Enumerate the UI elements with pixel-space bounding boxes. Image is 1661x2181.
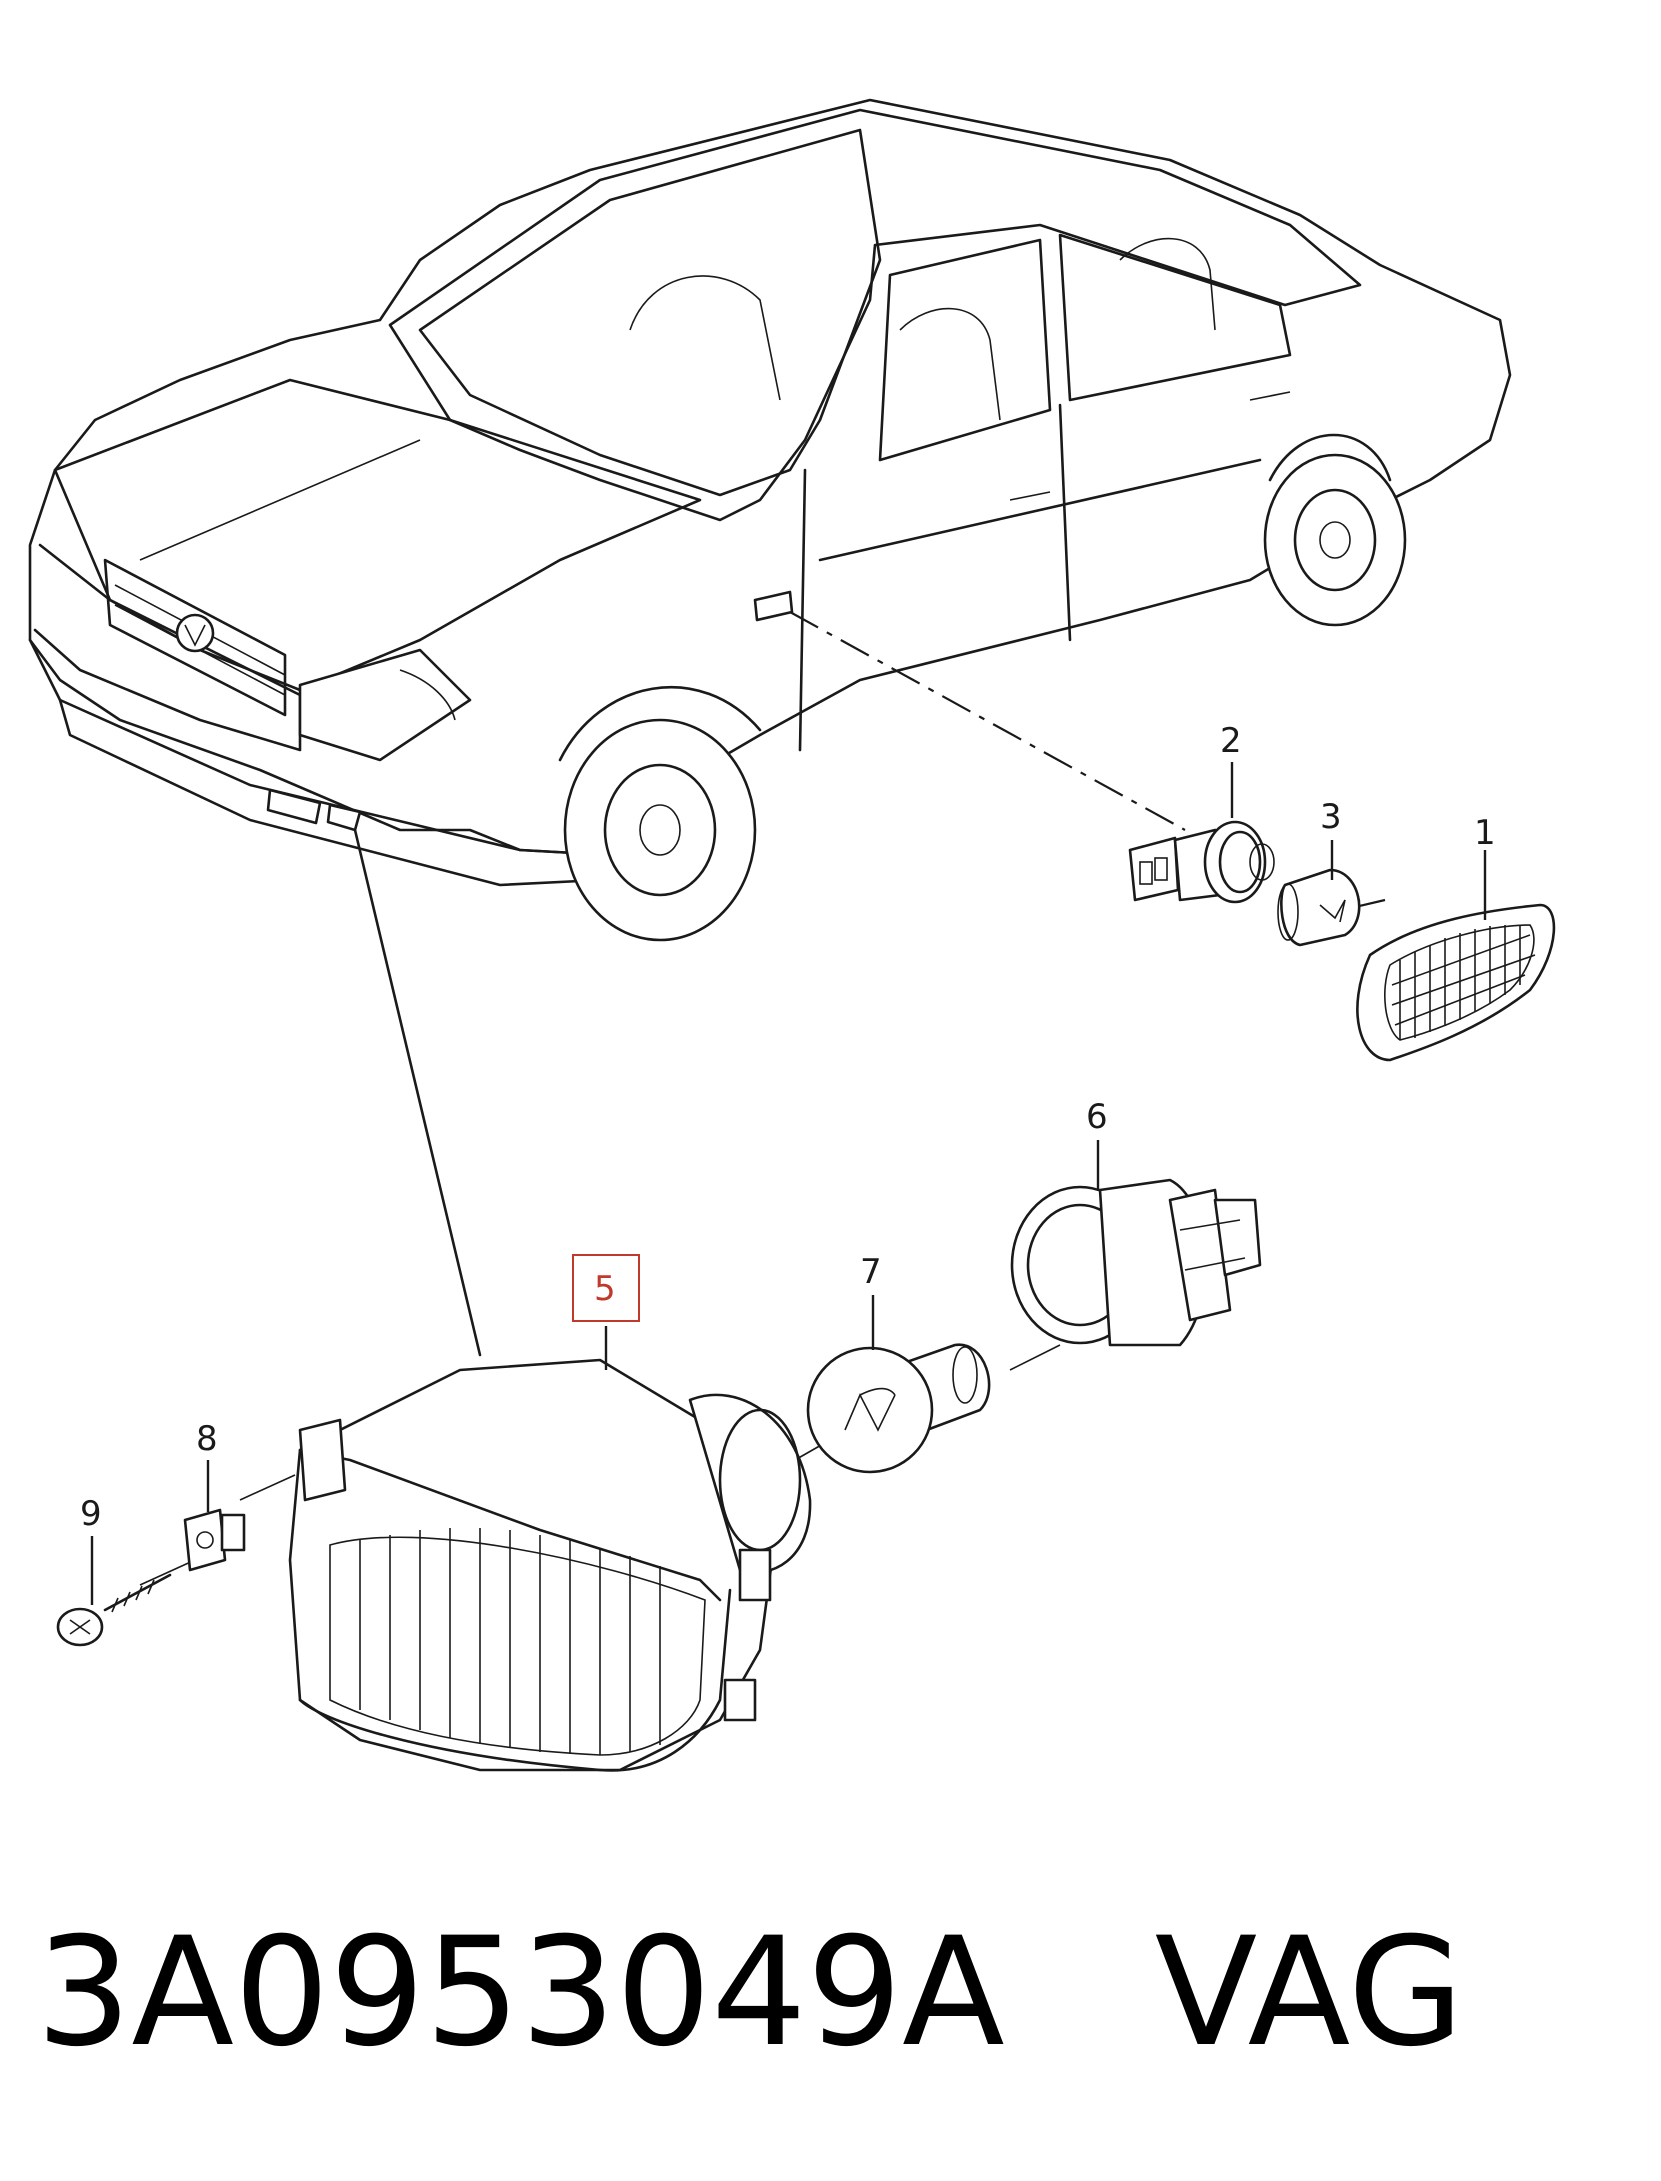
callout-5-highlight-box	[572, 1254, 640, 1322]
callout-8: 8	[196, 1419, 218, 1459]
callout-7: 7	[860, 1252, 882, 1292]
part-3-bulb	[1277, 868, 1361, 947]
callout-1: 1	[1474, 813, 1496, 853]
callout-labels: 2 3 1 6 7 5 8 9	[80, 721, 1496, 1534]
car-illustration	[28, 98, 1512, 942]
part-number-caption: 3A0953049A VAG	[36, 1908, 1636, 2078]
part-number: 3A0953049A	[36, 1906, 1005, 2080]
callout-6: 6	[1086, 1097, 1108, 1137]
part-2-bulb-holder	[1128, 820, 1275, 904]
part-6-bulb-socket	[1010, 1178, 1262, 1347]
part-8-clip-nut	[183, 1508, 246, 1572]
callout-leaders	[90, 762, 1487, 1605]
brand-name: VAG	[1154, 1906, 1464, 2080]
callout-3: 3	[1320, 797, 1342, 837]
callout-2: 2	[1220, 721, 1242, 761]
callout-5: 5	[594, 1269, 616, 1309]
part-5-indicator-housing	[288, 1358, 812, 1772]
part-1-side-marker	[1356, 903, 1556, 1062]
callout-9: 9	[80, 1494, 102, 1534]
part-9-screw	[56, 1573, 172, 1647]
part-7-bulb	[806, 1343, 991, 1474]
